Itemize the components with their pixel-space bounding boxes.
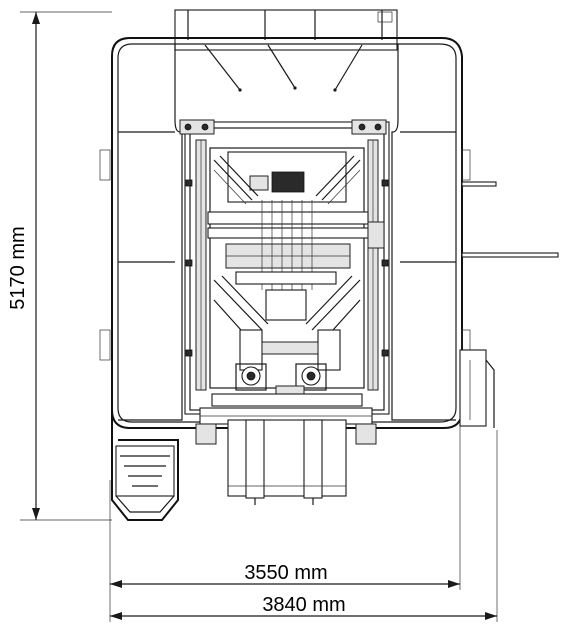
width-inner-dimension-label: 3550 mm: [244, 562, 327, 584]
right-side-attachments: [459, 181, 559, 428]
press-mechanism: [185, 139, 389, 395]
bottom-left-hopper: [111, 410, 179, 521]
main-body-outline: [99, 37, 471, 429]
top-hopper: [174, 9, 398, 92]
outlet-legs: [227, 419, 347, 505]
width-outer-dimension-label: 3840 mm: [262, 594, 345, 616]
width-dimensions: 3550 mm 3840 mm: [109, 410, 498, 622]
height-dimension: 5170 mm: [7, 11, 112, 521]
height-dimension-label: 5170 mm: [7, 226, 29, 309]
